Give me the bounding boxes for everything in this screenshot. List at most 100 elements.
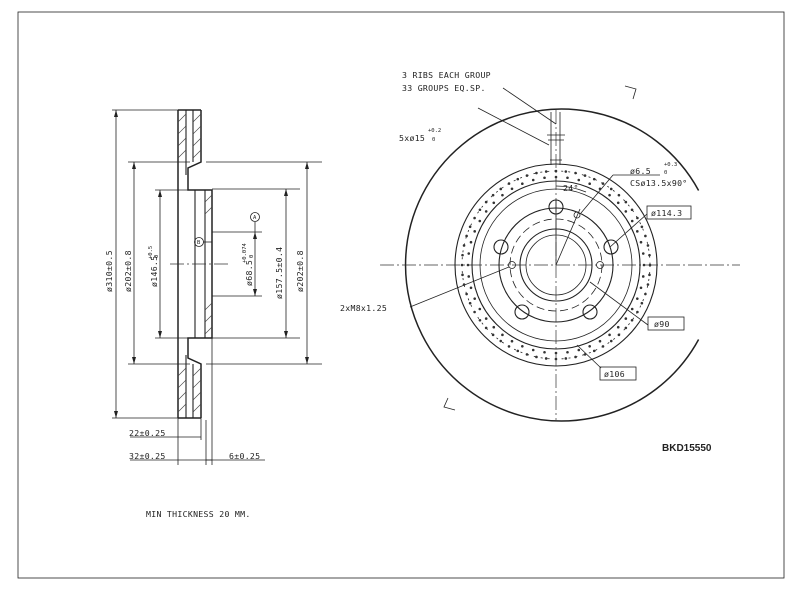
- vent-dot: [609, 187, 613, 191]
- bolt-hole: [493, 239, 509, 255]
- vent-dot: [554, 169, 558, 173]
- vent-dot: [473, 310, 476, 314]
- dim-202-left: ø202±0.8: [123, 250, 133, 292]
- bolt-hole: [603, 239, 619, 255]
- vent-dot: [516, 349, 520, 353]
- vent-dot: [639, 286, 643, 290]
- vent-dot: [592, 177, 596, 181]
- vent-dot: [469, 240, 473, 244]
- vent-dot: [583, 174, 587, 177]
- vent-dot: [601, 345, 605, 348]
- vent-dot: [491, 333, 495, 337]
- vent-dot: [510, 339, 514, 343]
- vent-dot: [588, 345, 591, 348]
- vent-dot: [478, 307, 482, 311]
- bolt-hole: [582, 304, 598, 320]
- dim-68-tol-low: 0: [249, 255, 255, 258]
- vent-dot: [535, 171, 538, 175]
- vent-dot: [641, 275, 645, 278]
- dim-202-right: ø202±0.8: [295, 250, 305, 292]
- vent-dot: [507, 345, 511, 348]
- vent-dot: [554, 351, 558, 355]
- vent-dot: [608, 333, 611, 337]
- vent-dot: [544, 170, 548, 173]
- vent-dot: [648, 253, 651, 257]
- vent-dot: [544, 357, 548, 360]
- dim-146: ø146.5: [149, 256, 159, 287]
- vent-dot: [484, 210, 488, 213]
- vent-dot: [577, 348, 581, 352]
- pcd-label: ø114.3: [651, 208, 682, 218]
- vent-dot: [554, 357, 558, 361]
- vent-dot: [577, 178, 581, 182]
- ring-label: ø106: [604, 369, 625, 379]
- vent-dot: [492, 201, 496, 205]
- vent-dot: [630, 208, 634, 212]
- vent-dot: [484, 317, 488, 320]
- vent-dot: [636, 216, 639, 220]
- holes-tol: +0.2: [428, 128, 441, 134]
- drawing-frame: [17, 11, 785, 579]
- vent-dot: [616, 201, 620, 205]
- dim-146-tol: +0.5: [148, 246, 154, 259]
- vent-dot: [473, 230, 476, 233]
- vent-dot: [543, 350, 546, 354]
- vent-dot: [648, 263, 652, 267]
- vent-dot: [648, 273, 651, 277]
- vent-dot: [478, 318, 482, 322]
- bore-label-box: [647, 316, 685, 331]
- vent-dot: [598, 187, 602, 191]
- vent-dot: [564, 357, 568, 360]
- dim-310: ø310±0.5: [104, 250, 114, 292]
- vent-dot: [461, 253, 464, 257]
- vent-dot: [608, 193, 611, 197]
- vent-dot: [609, 339, 613, 343]
- vent-dot: [624, 317, 628, 320]
- vent-dot: [484, 200, 488, 204]
- vent-dot: [630, 219, 634, 223]
- vent-dot: [574, 355, 577, 359]
- vent-dots-outer: [460, 169, 652, 361]
- dim-68-tol: +0.074: [242, 242, 248, 263]
- vent-dot: [598, 339, 602, 343]
- vent-dot: [516, 177, 520, 181]
- dim-6: 6±0.25: [229, 451, 260, 461]
- vent-dot: [644, 292, 647, 296]
- ribs-note-line1: 3 RIBS EACH GROUP: [402, 70, 491, 80]
- vent-dot: [461, 273, 464, 277]
- small-hole-tol-low: 0: [664, 170, 667, 176]
- vent-dot: [566, 176, 569, 180]
- vent-dot: [492, 325, 496, 329]
- vent-dot: [462, 244, 466, 247]
- vent-dot: [525, 353, 529, 356]
- holes-tol-low: 0: [432, 137, 435, 143]
- vent-dot: [564, 170, 568, 173]
- vent-dot: [462, 283, 466, 286]
- vent-dot: [642, 263, 646, 267]
- section-mark: [443, 397, 456, 411]
- vent-dot: [624, 200, 628, 204]
- vent-dot: [592, 349, 596, 353]
- vent-dot: [641, 252, 645, 255]
- vent-dot: [507, 182, 511, 185]
- vent-dot: [473, 297, 476, 300]
- vent-dot: [478, 208, 482, 212]
- small-hole: [573, 211, 581, 219]
- part-code: BKD15550: [662, 443, 712, 454]
- bore-label: ø90: [654, 319, 670, 329]
- vent-dot: [583, 353, 587, 356]
- vent-dot: [543, 176, 546, 180]
- min-thickness-note: MIN THICKNESS 20 MM.: [146, 509, 251, 519]
- vent-dot: [646, 283, 650, 286]
- threads-label: 2xM8x1.25: [340, 303, 387, 313]
- datum-a-marker: [250, 212, 260, 222]
- pcd-label-box: [646, 205, 692, 220]
- dim-22: 22±0.25: [129, 428, 166, 438]
- vent-dot: [636, 230, 639, 233]
- vent-dot: [521, 182, 524, 185]
- vent-dot: [491, 193, 495, 197]
- section-mark: [624, 85, 637, 100]
- vent-dot: [469, 286, 473, 290]
- dim-68: ø68.5: [244, 260, 254, 286]
- holes-label: 5xø15: [399, 133, 425, 143]
